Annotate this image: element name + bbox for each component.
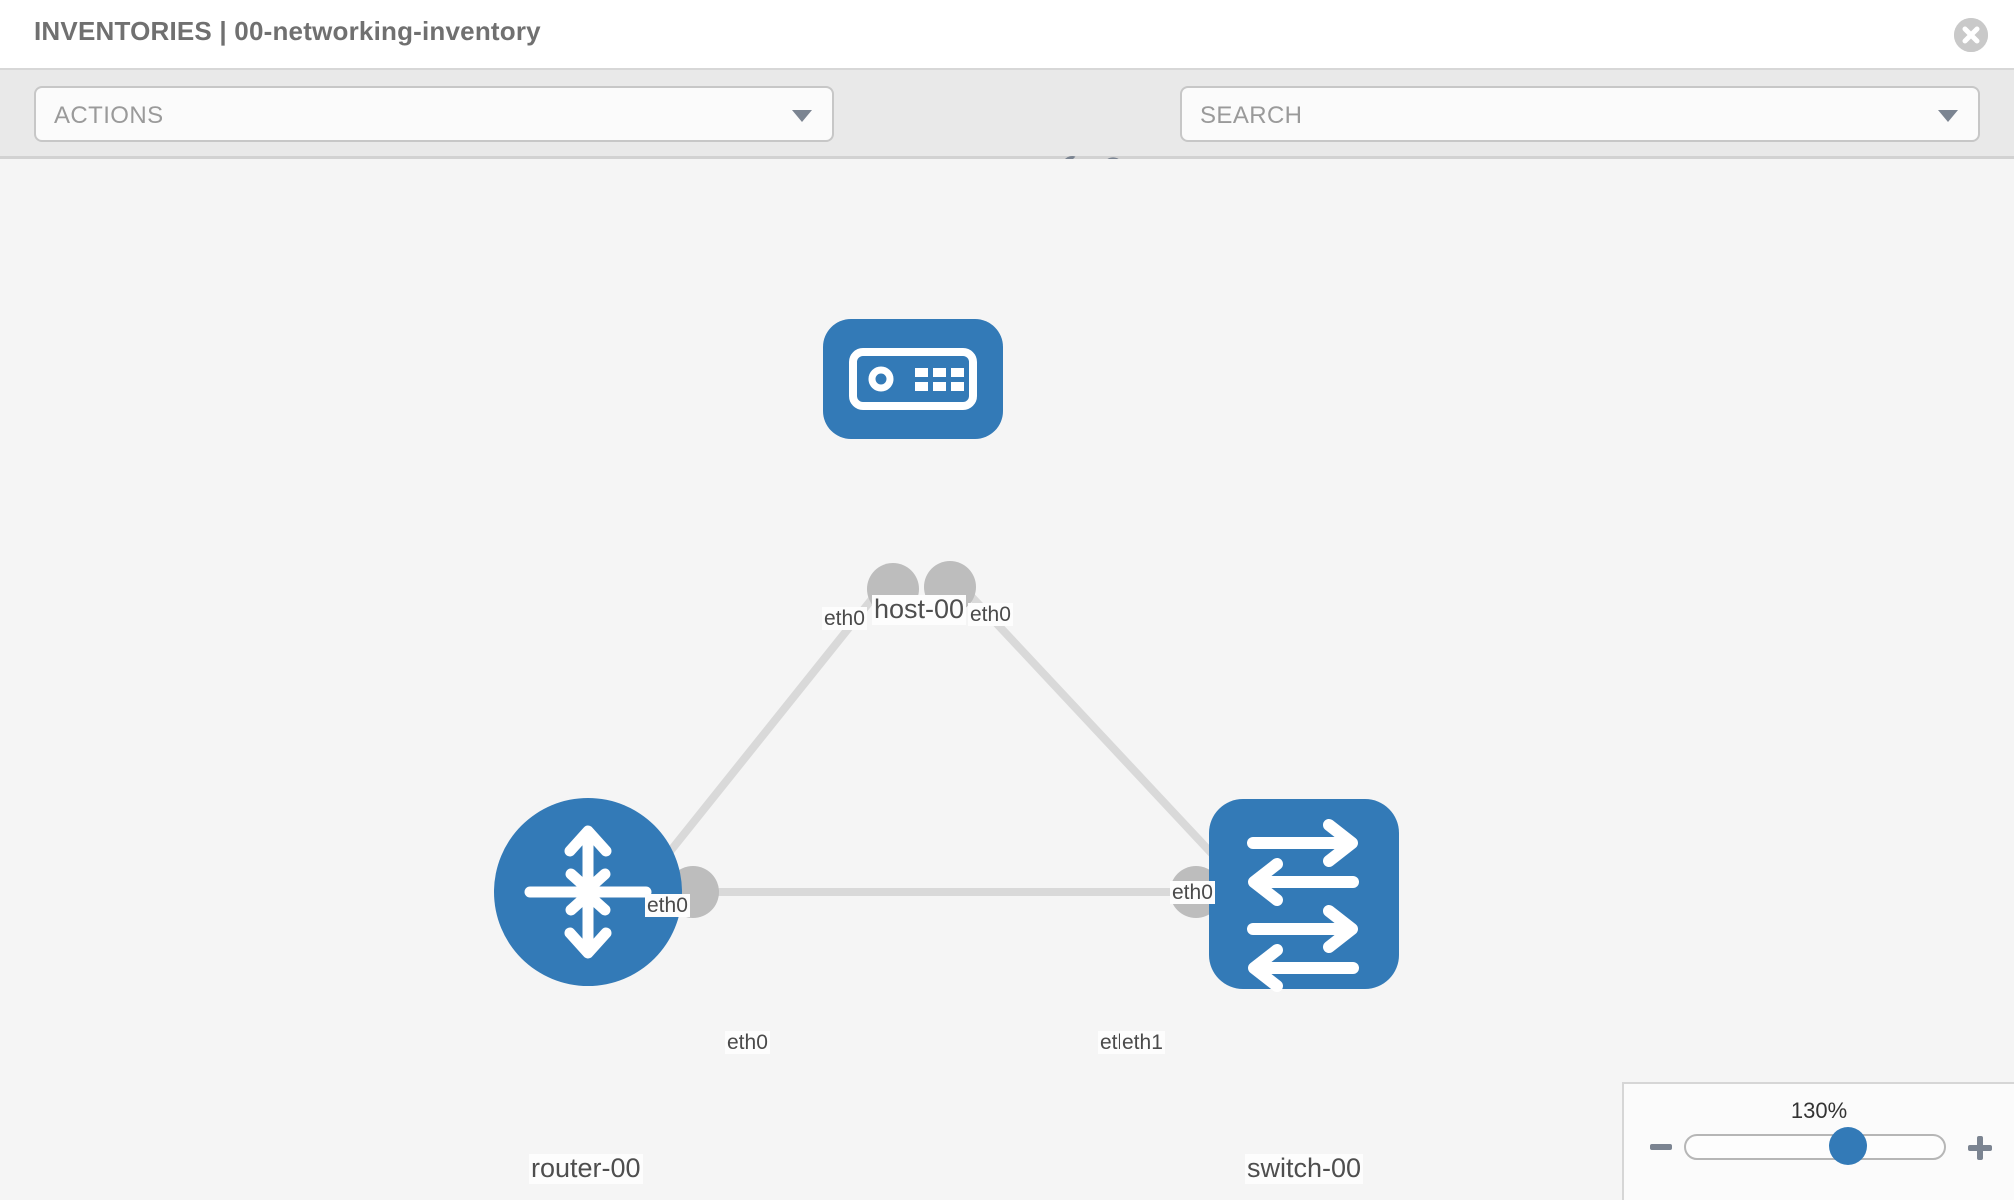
toolbar: ACTIONS SEARCH	[0, 70, 2014, 193]
link-host00-router00[interactable]	[636, 576, 892, 892]
node-label-host-00: host-00	[872, 594, 967, 625]
iface-label: eth0	[645, 894, 690, 918]
iface-label: eth0	[1170, 881, 1215, 905]
page-header: INVENTORIES | 00-networking-inventory	[0, 0, 2014, 70]
actions-dropdown-label: ACTIONS	[54, 102, 164, 129]
iface-label: eth0	[725, 1031, 770, 1055]
iface-label: eth0	[822, 607, 867, 631]
search-placeholder: SEARCH	[1200, 102, 1303, 129]
router-arrows-icon	[524, 825, 652, 959]
node-label-router-00: router-00	[529, 1153, 643, 1184]
zoom-in-button[interactable]	[1964, 1132, 1996, 1169]
zoom-control: 130%	[1622, 1082, 2014, 1200]
iface-label: eth1	[1120, 1031, 1165, 1055]
close-icon[interactable]	[1954, 18, 1988, 52]
chevron-down-icon[interactable]	[1938, 110, 1958, 122]
topology-canvas[interactable]: host-00 router-00 switch-00 eth0 eth0 et…	[0, 159, 2014, 1200]
node-label-switch-00: switch-00	[1245, 1153, 1364, 1184]
zoom-slider-track[interactable]	[1684, 1134, 1946, 1160]
link-group	[636, 576, 1248, 896]
chevron-down-icon	[792, 110, 812, 122]
server-icon	[849, 348, 977, 410]
node-switch-00[interactable]	[1209, 799, 1399, 992]
switch-arrows-icon	[1247, 819, 1359, 992]
iface-label: eth0	[968, 603, 1013, 627]
zoom-slider-thumb[interactable]	[1829, 1127, 1867, 1165]
link-host00-switch00[interactable]	[952, 576, 1248, 892]
zoom-out-button[interactable]	[1646, 1132, 1676, 1167]
zoom-percent-label: 130%	[1790, 1098, 1848, 1123]
search-input[interactable]: SEARCH	[1180, 86, 1980, 142]
actions-dropdown[interactable]: ACTIONS	[34, 86, 834, 142]
node-host-00[interactable]	[823, 319, 1003, 439]
topology-graph	[494, 319, 1399, 992]
node-router-00[interactable]	[494, 798, 682, 986]
page-title: INVENTORIES | 00-networking-inventory	[34, 16, 541, 46]
